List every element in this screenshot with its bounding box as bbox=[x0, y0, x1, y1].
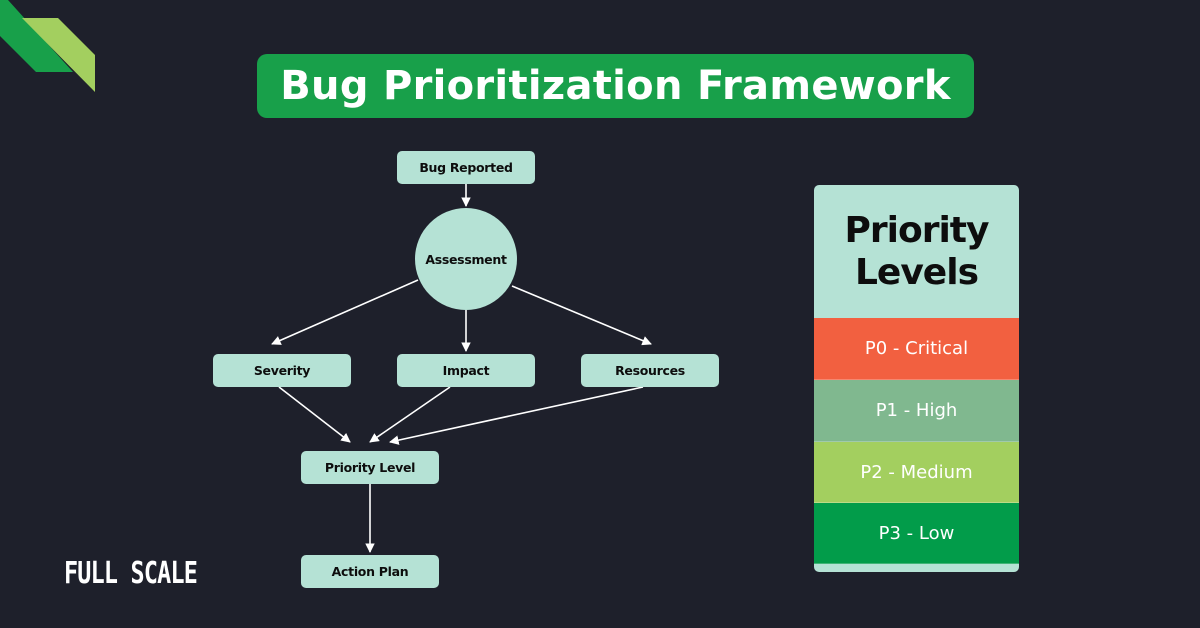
node-impact: Impact bbox=[397, 354, 535, 387]
priority-level-p3: P3 - Low bbox=[814, 503, 1019, 564]
title-banner: Bug Prioritization Framework bbox=[257, 54, 974, 118]
priority-level-p2: P2 - Medium bbox=[814, 442, 1019, 503]
page-title: Bug Prioritization Framework bbox=[280, 63, 951, 109]
node-assessment: Assessment bbox=[415, 208, 517, 310]
node-bug-reported: Bug Reported bbox=[397, 151, 535, 184]
priority-panel-header: Priority Levels bbox=[814, 185, 1019, 318]
edge-impact-priority bbox=[369, 386, 451, 443]
node-severity: Severity bbox=[213, 354, 351, 387]
full-scale-logo: FULL SCALE bbox=[64, 556, 198, 591]
node-action-plan: Action Plan bbox=[301, 555, 439, 588]
node-priority-level: Priority Level bbox=[301, 451, 439, 484]
node-resources: Resources bbox=[581, 354, 719, 387]
priority-levels-panel: Priority Levels P0 - Critical P1 - High … bbox=[814, 185, 1019, 572]
edge-assessment-severity bbox=[271, 279, 419, 345]
priority-panel-title: Priority Levels bbox=[844, 209, 990, 293]
priority-level-p1: P1 - High bbox=[814, 380, 1019, 442]
edge-assessment-resources bbox=[511, 285, 652, 346]
corner-decoration bbox=[0, 0, 95, 92]
edge-resources-priority bbox=[389, 386, 644, 445]
edge-severity-priority bbox=[278, 386, 351, 443]
priority-level-p0: P0 - Critical bbox=[814, 318, 1019, 380]
